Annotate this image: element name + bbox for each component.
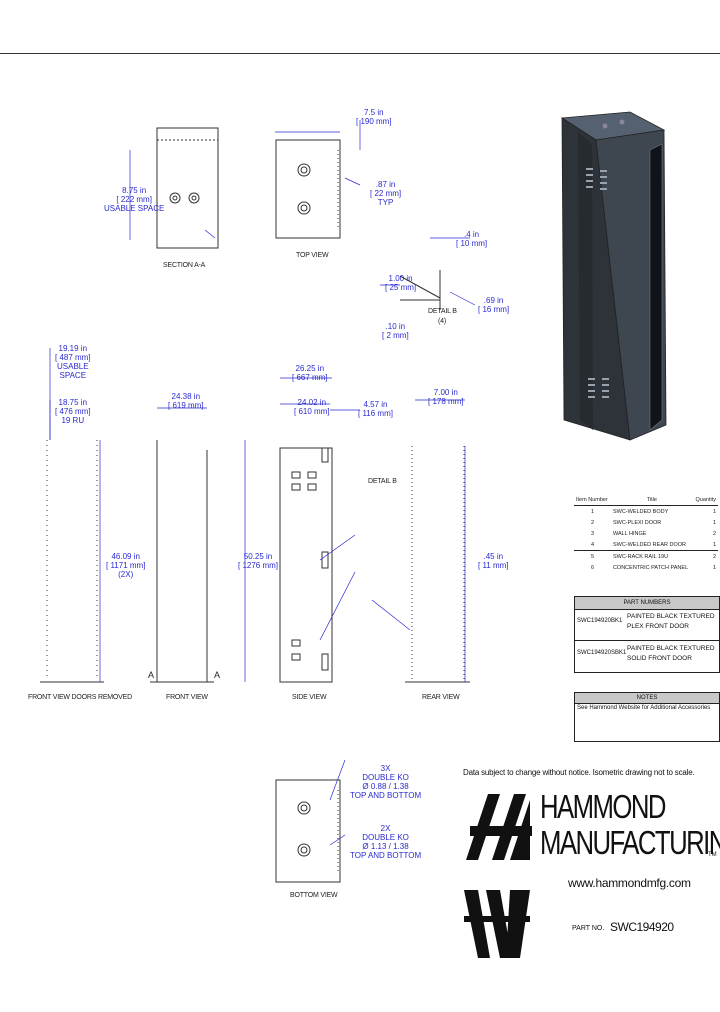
dim-detail-small: .4 in[ 10 mm] xyxy=(456,230,488,248)
side-view-label: SIDE VIEW xyxy=(292,694,327,701)
dim-depth-a: 24.02 in[ 610 mm] xyxy=(294,398,330,416)
brand-line-1: HAMMOND xyxy=(540,788,666,825)
top-border-line xyxy=(0,53,720,54)
disclaimer-text: Data subject to change without notice. I… xyxy=(463,768,695,777)
top-ko-2 xyxy=(297,201,311,215)
part-number-desc-2: PAINTED BLACK TEXTURED SOLID FRONT DOOR xyxy=(627,645,715,662)
bom-header-title: Title xyxy=(646,496,657,503)
part-number-code-1: SWC194920BK1 xyxy=(577,618,623,624)
top-view-label: TOP VIEW xyxy=(296,252,329,259)
dim-depth-total: 26.25 in[ 667 mm] xyxy=(292,364,328,382)
dim-detail-hole: .69 in[ 16 mm] xyxy=(478,296,510,314)
part-number-code-2: SWC194920SBK1 xyxy=(577,650,627,656)
bottom-view-outline xyxy=(275,779,341,883)
dim-rear-a: 7.00 in[ 178 mm] xyxy=(428,388,464,406)
front-view-doors-removed-label: FRONT VIEW DOORS REMOVED xyxy=(28,694,132,701)
brand-tm: TM xyxy=(708,852,717,858)
dim-height-rear: .45 in[ 11 mm] xyxy=(478,552,509,570)
top-ko-1 xyxy=(297,163,311,177)
part-number-desc-1: PAINTED BLACK TEXTURED PLEX FRONT DOOR xyxy=(627,613,715,630)
part-numbers-box: SWC194920BK1 PAINTED BLACK TEXTURED PLEX… xyxy=(574,609,720,673)
bom-header-qty: Quantity xyxy=(695,496,716,503)
section-aa-label: SECTION A-A xyxy=(163,262,206,269)
dim-detail-side: .10 in[ 2 mm] xyxy=(382,322,409,340)
section-ko-1 xyxy=(169,192,181,204)
section-aa-outline xyxy=(156,127,219,249)
brand-line-2: MANUFACTURING xyxy=(540,824,720,861)
detail-b-callout: DETAIL B xyxy=(368,478,397,485)
rear-view-label: REAR VIEW xyxy=(422,694,460,701)
part-no-label: PART NO. xyxy=(572,925,605,932)
detail-b-line xyxy=(399,275,441,299)
dim-height-side: 50.25 in[ 1276 mm] xyxy=(238,552,279,570)
bom-header-item: Item Number xyxy=(576,496,608,503)
dim-usable-space-width: 8.75 in[ 222 mm]USABLE SPACE xyxy=(104,186,165,213)
dim-rails: 18.75 in[ 476 mm]19 RU xyxy=(55,398,91,425)
dim-detail-gap: 1.00 in[ 25 mm] xyxy=(385,274,417,292)
dim-top-width: 7.5 in[ 190 mm] xyxy=(356,108,392,126)
part-no-value: SWC194920 xyxy=(610,920,674,934)
isometric-cabinet xyxy=(560,111,667,441)
section-ko-2 xyxy=(188,192,200,204)
hammond-w-mark xyxy=(464,890,530,958)
notes-box: See Hammond Website for Additional Acces… xyxy=(574,703,720,742)
brand-url[interactable]: www.hammondmfg.com xyxy=(568,876,691,890)
dim-height-inner: 46.09 in[ 1171 mm](2X) xyxy=(106,552,146,579)
notes-text: See Hammond Website for Additional Acces… xyxy=(577,705,711,711)
front-view-label: FRONT VIEW xyxy=(166,694,208,701)
top-view-outline xyxy=(275,139,341,239)
dim-top-holes: .87 in[ 22 mm]TYP xyxy=(370,180,402,207)
detail-b-scale: (4) xyxy=(438,318,446,325)
detail-b-label: DETAIL B xyxy=(428,308,457,315)
part-numbers-title: PART NUMBERS xyxy=(574,596,720,610)
dim-front-width: 24.38 in[ 619 mm] xyxy=(168,392,204,410)
side-view-outline xyxy=(279,447,333,683)
bottom-view-label: BOTTOM VIEW xyxy=(290,892,338,899)
dim-depth-b: 4.57 in[ 116 mm] xyxy=(358,400,393,418)
section-a-marker-left: A xyxy=(148,670,154,680)
section-a-marker-right: A xyxy=(214,670,220,680)
hammond-logo-mark xyxy=(466,794,532,860)
